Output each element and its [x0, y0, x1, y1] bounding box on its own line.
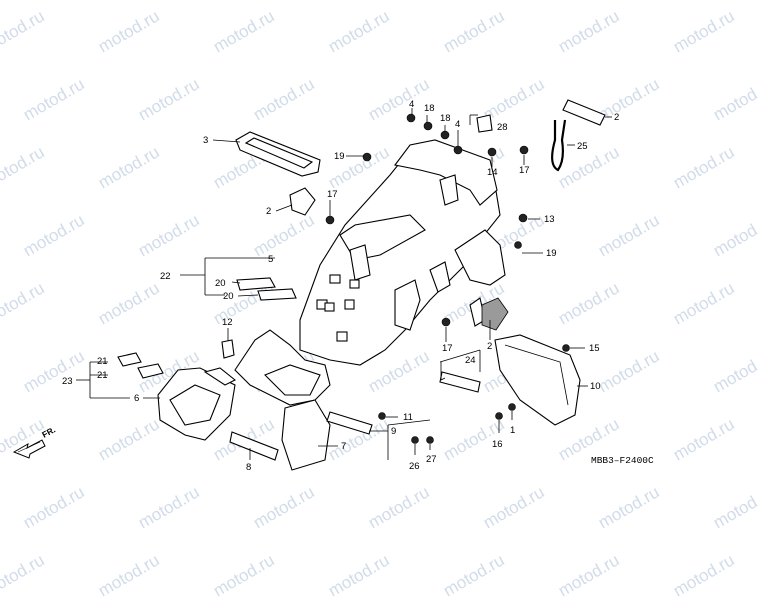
callout-27: 27 — [426, 454, 437, 465]
rear-fender-body — [299, 139, 506, 366]
callout-19: 19 — [334, 151, 345, 162]
part-24-plate — [439, 371, 481, 393]
callout-14: 14 — [487, 167, 498, 178]
part-2-pad-hatched — [481, 297, 509, 331]
callout-2: 2 — [614, 112, 619, 123]
callout-8: 8 — [246, 462, 251, 473]
part-20-pad-a — [236, 277, 276, 291]
front-splash-section — [234, 329, 331, 406]
callout-15: 15 — [589, 343, 600, 354]
part-21-pad-a — [117, 352, 142, 367]
callout-1: 1 — [510, 425, 515, 436]
callouts: 3 2 17 19 4 18 18 4 28 2 25 14 17 13 19 … — [62, 99, 619, 473]
part-6-housing — [157, 367, 237, 441]
callout-10: 10 — [590, 381, 601, 392]
part-7-mudflap — [281, 399, 331, 471]
callout-5: 5 — [268, 254, 273, 265]
part-2-pad-left — [289, 187, 316, 216]
callout-16: 16 — [492, 439, 503, 450]
callout-9: 9 — [391, 426, 396, 437]
front-direction-arrow: FR. — [12, 425, 57, 459]
callout-13: 13 — [544, 214, 555, 225]
part-21-pad-b — [137, 363, 164, 379]
callout-4: 4 — [409, 99, 414, 110]
callout-17: 17 — [327, 189, 338, 200]
front-direction-label: FR. — [40, 425, 57, 440]
callout-18: 18 — [424, 103, 435, 114]
leader-lines — [76, 108, 612, 460]
fasteners — [325, 113, 570, 444]
callout-2: 2 — [487, 341, 492, 352]
part-2-pad-topright — [562, 99, 606, 126]
callout-20: 20 — [223, 291, 234, 302]
callout-4: 4 — [455, 119, 460, 130]
diagram-drawing: FR. 3 2 17 19 4 18 18 4 28 2 25 14 17 13… — [12, 99, 654, 473]
part-8-plate — [229, 431, 279, 461]
callout-3: 3 — [203, 135, 208, 146]
callout-19: 19 — [546, 248, 557, 259]
diagram-code: MBB3–F2400C — [591, 455, 654, 466]
callout-2: 2 — [266, 206, 271, 217]
callout-22: 22 — [160, 271, 171, 282]
callout-17: 17 — [442, 343, 453, 354]
callout-24: 24 — [465, 355, 476, 366]
part-12-clip — [221, 339, 235, 359]
callout-21: 21 — [97, 370, 108, 381]
callout-18: 18 — [440, 113, 451, 124]
part-25-clip — [551, 119, 567, 172]
callout-12: 12 — [222, 317, 233, 328]
callout-11: 11 — [403, 412, 413, 423]
callout-21: 21 — [97, 356, 108, 367]
callout-26: 26 — [409, 461, 420, 472]
callout-25: 25 — [577, 141, 588, 152]
part-28-bushing — [476, 114, 493, 133]
part-20-pad-b — [257, 288, 297, 301]
callout-28: 28 — [497, 122, 508, 133]
callout-6: 6 — [134, 393, 139, 404]
callout-23: 23 — [62, 376, 73, 387]
callout-17: 17 — [519, 165, 530, 176]
callout-20: 20 — [215, 278, 226, 289]
callout-7: 7 — [341, 441, 346, 452]
part-10-cover — [494, 334, 581, 426]
part-3-seal — [235, 131, 321, 177]
part-9-plate — [326, 411, 373, 435]
